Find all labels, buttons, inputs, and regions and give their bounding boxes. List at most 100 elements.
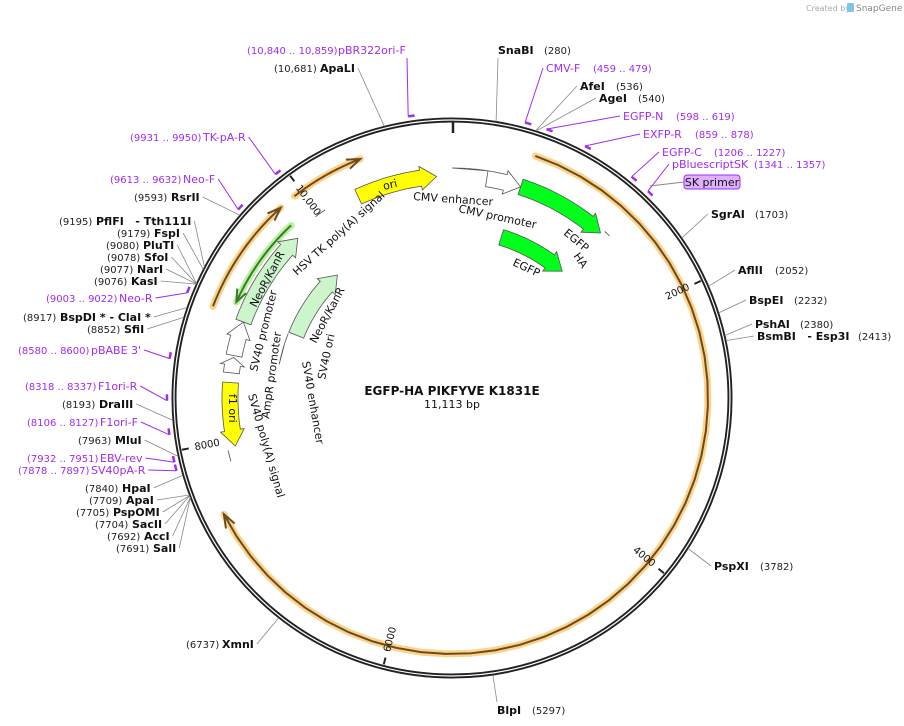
primer-name[interactable]: F1ori-R — [98, 380, 138, 393]
enzyme-name[interactable]: SacII — [132, 518, 162, 531]
primer-name[interactable]: Neo-R — [119, 292, 153, 305]
enzyme-site[interactable]: KasI(9076) — [94, 275, 197, 288]
enzyme-name[interactable]: AgeI — [599, 92, 627, 105]
enzyme-name[interactable]: PspXI — [714, 560, 749, 573]
neor-thin-arc[interactable] — [235, 224, 292, 303]
primer-site[interactable]: pBABE 3'(8580 .. 8600) — [18, 344, 172, 360]
primer-site[interactable]: Neo-F(9613 .. 9632) — [110, 173, 244, 211]
enzyme-name[interactable]: PluTI — [143, 239, 174, 252]
enzyme-site[interactable]: DraIII(8193) — [62, 398, 174, 421]
neor-inner-feature[interactable] — [288, 274, 338, 339]
enzyme-name[interactable]: SfiI — [124, 323, 144, 336]
enzyme-name[interactable]: BspEI — [749, 294, 783, 307]
enzyme-site[interactable]: NarI(9077) — [100, 263, 197, 285]
enzyme-name[interactable]: SnaBI — [498, 44, 534, 57]
enzyme-name[interactable]: SgrAI — [711, 208, 745, 221]
enzyme-name[interactable]: KasI — [131, 275, 158, 288]
primer-site[interactable]: EXFP-R(859 .. 878) — [584, 128, 754, 151]
enzyme-name[interactable]: HpaI — [122, 482, 151, 495]
primer-site[interactable]: F1ori-R(8318 .. 8337) — [25, 380, 169, 402]
enzyme-name[interactable]: AfeI — [580, 80, 605, 93]
ha-feature[interactable] — [604, 231, 610, 237]
enzyme-name[interactable]: PflFI - Tth111I — [96, 215, 191, 228]
egfp-inner-feature[interactable] — [498, 229, 563, 272]
primer-site[interactable]: TK-pA-R(9931 .. 9950) — [130, 131, 282, 176]
primer-site[interactable]: pBR322ori-F(10,840 .. 10,859) — [247, 44, 415, 118]
enzyme-site[interactable]: FspI(9179) — [117, 227, 204, 270]
primer-site[interactable]: F1ori-F(8106 .. 8127) — [27, 416, 171, 436]
enzyme-name[interactable]: BlpI — [497, 704, 521, 717]
enzyme-name[interactable]: ApaI — [126, 494, 154, 507]
enzyme-name[interactable]: AflII — [738, 264, 763, 277]
enzyme-name[interactable]: BspDI * - ClaI * — [60, 311, 151, 324]
enzyme-site[interactable]: PflFI - Tth111I(9195) — [59, 215, 205, 268]
enzyme-site[interactable]: AflII(2052) — [708, 264, 809, 287]
primer-site[interactable]: EBV-rev(7932 .. 7951) — [27, 452, 176, 465]
enzyme-site[interactable]: SfoI(9078) — [107, 251, 197, 285]
primer-name[interactable]: pBluescriptSK — [672, 158, 749, 171]
enzyme-name[interactable]: MluI — [115, 434, 142, 447]
orange-arc-2[interactable] — [293, 158, 361, 198]
enzyme-site[interactable]: RsrII(9593) — [134, 191, 241, 216]
enzyme-site[interactable]: SalI(7691) — [116, 497, 191, 555]
primer-name[interactable]: EBV-rev — [100, 452, 143, 465]
enzyme-name[interactable]: AccI — [144, 530, 170, 543]
primer-name[interactable]: Neo-F — [183, 173, 215, 186]
enzyme-site[interactable]: BspEI(2232) — [718, 294, 828, 314]
enzyme-site[interactable]: PspXI(3782) — [687, 548, 793, 574]
primer-site[interactable]: Neo-R(9003 .. 9022) — [46, 286, 191, 305]
sv40-enhancer-feature[interactable] — [278, 343, 285, 365]
ampr-promoter-feature[interactable] — [219, 357, 246, 375]
sv40-ori-feature[interactable] — [284, 333, 289, 344]
enzyme-site[interactable]: MluI(7963) — [78, 434, 179, 457]
egfp-outer-feature[interactable] — [517, 178, 602, 234]
enzyme-name[interactable]: PspOMI — [113, 506, 160, 519]
enzyme-name[interactable]: RsrII — [171, 191, 200, 204]
enzyme-name[interactable]: PshAI — [755, 318, 790, 331]
cmv-promoter-feature[interactable] — [485, 169, 522, 195]
neor-outer-feature[interactable] — [235, 237, 299, 326]
sv40-polya-feature[interactable] — [227, 450, 232, 462]
enzyme-site[interactable]: XmnI(6737) — [186, 617, 280, 651]
primer-site[interactable]: CMV-F(459 .. 479) — [524, 62, 652, 126]
primer-site[interactable]: SV40pA-R(7878 .. 7897) — [18, 464, 178, 477]
sk-primer-highlight[interactable]: SK primer — [649, 174, 741, 190]
primer-name[interactable]: EXFP-R — [643, 128, 682, 141]
sv40-promoter-feature[interactable] — [225, 321, 251, 358]
enzyme-site[interactable]: PshAI(2380) — [724, 318, 833, 336]
enzyme-name[interactable]: NarI — [137, 263, 163, 276]
orange-arc-1[interactable] — [212, 207, 282, 307]
f1-ori-feature[interactable] — [219, 381, 245, 447]
enzyme-site[interactable]: PluTI(9080) — [106, 239, 197, 284]
primer-site[interactable]: EGFP-C(1206 .. 1227) — [630, 146, 786, 182]
enzyme-site[interactable]: ApaLI(10,681) — [274, 62, 385, 127]
enzyme-site[interactable]: AfeI(536) — [535, 80, 643, 132]
enzyme-site[interactable]: AgeI(540) — [536, 92, 665, 132]
enzyme-site[interactable]: SnaBI(280) — [495, 44, 571, 122]
enzyme-site[interactable]: ApaI(7709) — [89, 494, 190, 507]
cmv-enhancer-feature[interactable] — [451, 167, 489, 172]
primer-name[interactable]: CMV-F — [546, 62, 580, 75]
enzyme-name[interactable]: SfoI — [144, 251, 168, 264]
primer-site[interactable]: pBluescriptSK(1341 .. 1357) — [647, 158, 826, 197]
enzyme-site[interactable]: BlpI(5297) — [492, 674, 565, 717]
primer-site[interactable]: EGFP-N(598 .. 619) — [546, 110, 735, 133]
enzyme-site[interactable]: SfiI(8852) — [87, 316, 185, 336]
enzyme-name[interactable]: BsmBI - Esp3I — [757, 330, 849, 343]
primer-name[interactable]: EGFP-N — [623, 110, 663, 123]
ori-feature[interactable] — [354, 165, 438, 205]
primer-name[interactable]: F1ori-F — [100, 416, 138, 429]
enzyme-site[interactable]: SacII(7704) — [95, 495, 190, 531]
enzyme-site[interactable]: AccI(7692) — [107, 497, 191, 544]
enzyme-name[interactable]: ApaLI — [320, 62, 355, 75]
primer-name[interactable]: TK-pA-R — [202, 131, 246, 144]
orf-arc[interactable] — [223, 155, 709, 655]
primer-name[interactable]: pBR322ori-F — [338, 44, 406, 57]
enzyme-site[interactable]: HpaI(7840) — [85, 474, 184, 495]
enzyme-name[interactable]: XmnI — [222, 638, 254, 651]
enzyme-name[interactable]: FspI — [154, 227, 180, 240]
enzyme-site[interactable]: BsmBI - Esp3I(2413) — [726, 330, 891, 343]
primer-name[interactable]: SV40pA-R — [91, 464, 146, 477]
enzyme-site[interactable]: BspDI * - ClaI *(8917) — [23, 307, 188, 325]
enzyme-site[interactable]: PspOMI(7705) — [76, 495, 190, 519]
